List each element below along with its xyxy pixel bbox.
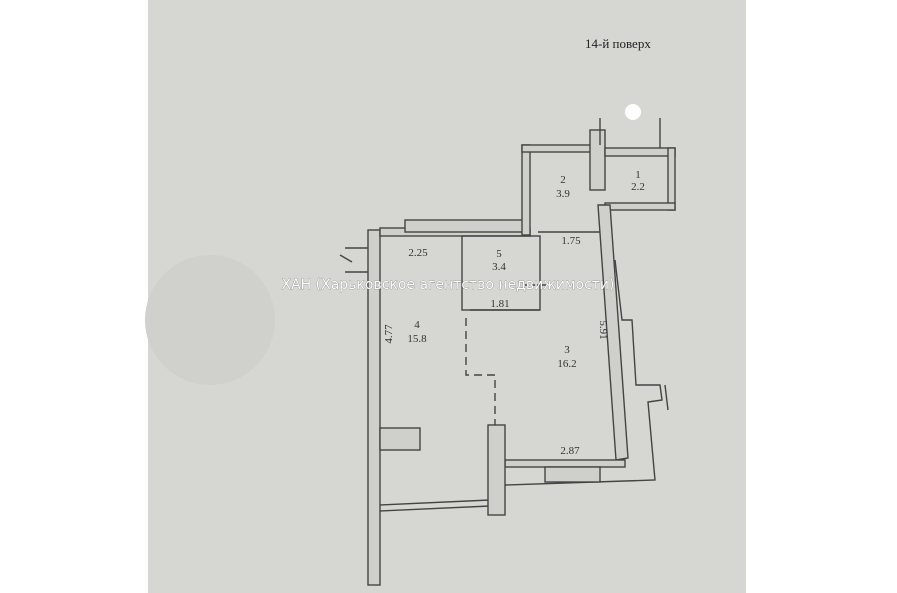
dim-1-81: 1.81: [490, 298, 509, 310]
room-5-area: 3.4: [492, 261, 506, 273]
room-4-number: 4: [414, 319, 420, 331]
faded-stamp: [145, 255, 275, 385]
dim-4-77: 4.77: [383, 324, 395, 344]
room-2-number: 2: [560, 174, 566, 186]
room-1-number: 1: [635, 169, 641, 181]
floor-label: 14-й поверх: [585, 36, 651, 51]
dim-2-87: 2.87: [560, 445, 580, 457]
room-2-area: 3.9: [556, 188, 570, 200]
room-5-number: 5: [496, 248, 502, 260]
white-dot: [625, 104, 641, 120]
dim-1-75: 1.75: [561, 235, 581, 247]
dim-5-91: 5.91: [597, 320, 609, 339]
watermark: ХАН (Харьковское агентство недвижимости): [282, 277, 615, 293]
dim-2-25: 2.25: [408, 247, 428, 259]
room-3-number: 3: [564, 344, 570, 356]
walls: [339, 118, 676, 586]
room-3-area: 16.2: [557, 358, 576, 370]
room-4-area: 15.8: [407, 333, 427, 345]
room-1-area: 2.2: [631, 181, 645, 193]
